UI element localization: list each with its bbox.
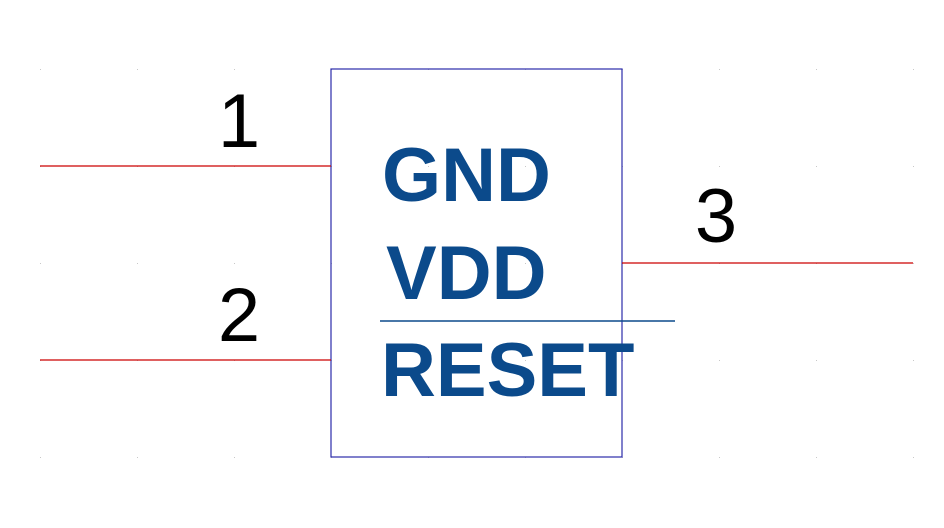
pin-3-name: RESET [381,328,634,413]
grid-dot [40,263,41,264]
grid-dot [719,457,720,458]
grid-dot [913,166,914,167]
grid-dot [428,360,429,361]
pin-1-name: GND [382,133,551,218]
pin-3-number: 3 [695,174,737,259]
grid-dot [816,166,817,167]
grid-dot [719,69,720,70]
grid-dot [816,457,817,458]
grid-dot [816,360,817,361]
grid-dot [913,263,914,264]
grid-dot [40,69,41,70]
grid-dot [816,69,817,70]
grid-dot [525,360,526,361]
grid-dot [719,360,720,361]
grid-dot [137,263,138,264]
grid-dot [525,263,526,264]
grid-dot [428,263,429,264]
pin-1-number: 1 [218,79,260,164]
grid-dot [137,457,138,458]
grid-dot [234,69,235,70]
pin-2-number: 2 [218,273,260,358]
grid-dot [428,166,429,167]
grid-dot [719,166,720,167]
grid-dot [525,166,526,167]
pin-2-name: VDD [386,231,546,316]
grid-dot [913,457,914,458]
grid-dot [913,69,914,70]
grid-dot [234,263,235,264]
grid-dot [40,457,41,458]
grid-dot [913,360,914,361]
grid-dot [137,69,138,70]
grid-dot [234,457,235,458]
